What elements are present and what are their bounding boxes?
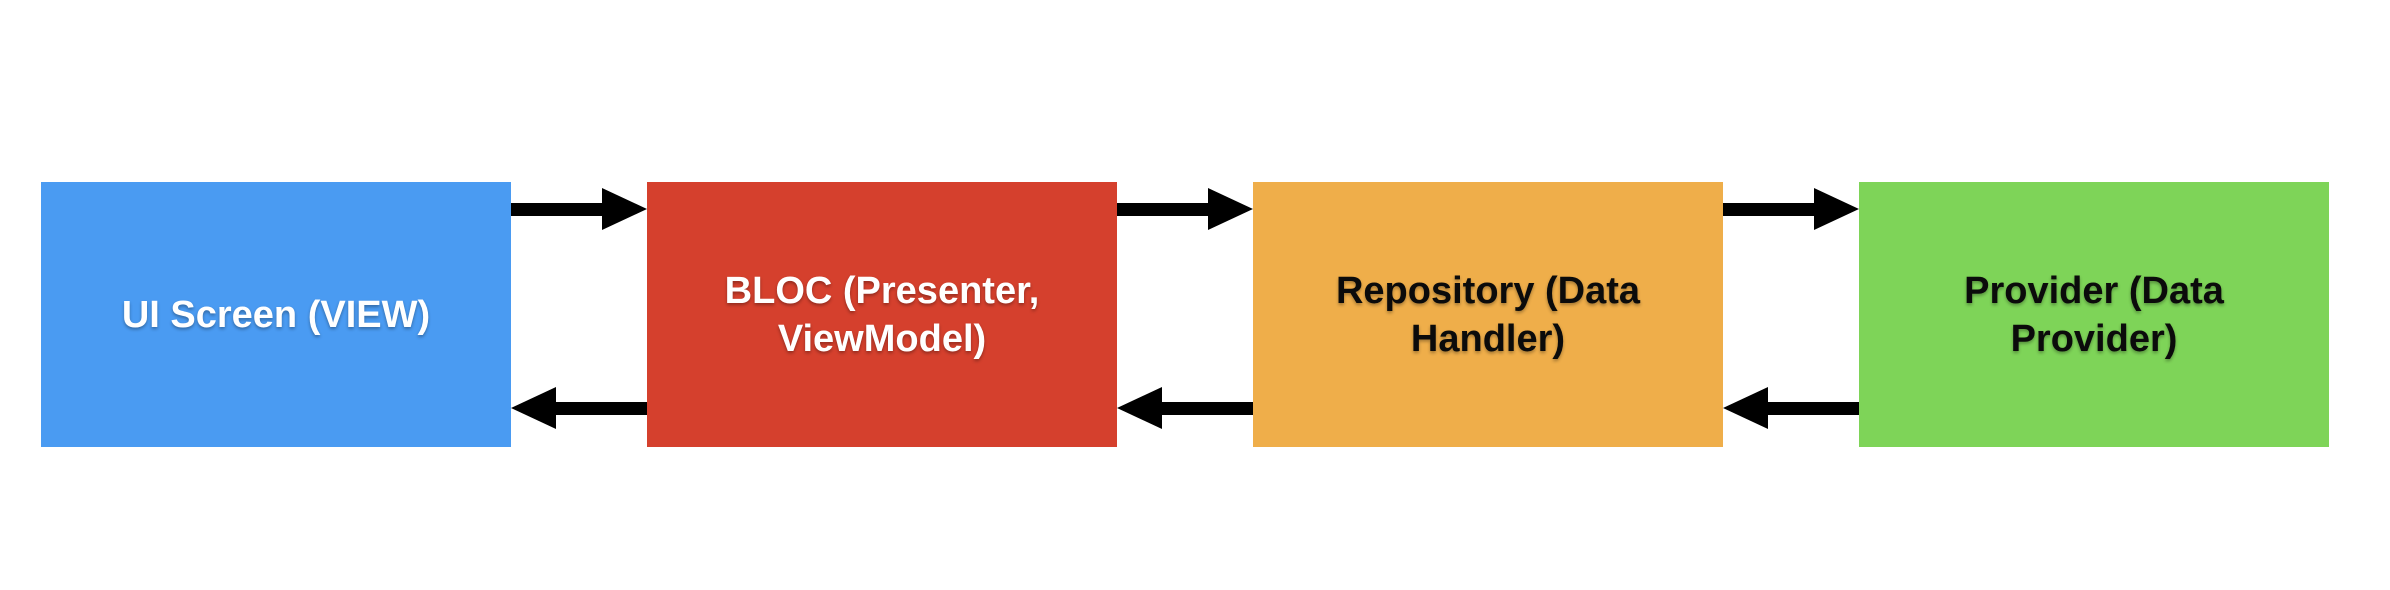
connector-bloc-repository — [1117, 182, 1253, 447]
arrow-shaft — [511, 203, 602, 216]
arrow-shaft — [556, 401, 647, 415]
node-bloc: BLOC (Presenter, ViewModel) — [647, 182, 1117, 447]
node-repository-label: Repository (Data Handler) — [1335, 269, 1641, 360]
arrow-left-icon — [1723, 182, 1859, 447]
node-bloc-label: BLOC (Presenter, ViewModel) — [724, 269, 1040, 360]
connector-ui-screen-bloc — [511, 182, 647, 447]
arrow-head-left — [1723, 386, 1768, 429]
node-ui-screen: UI Screen (VIEW) — [41, 182, 511, 447]
arrow-shaft — [1117, 203, 1208, 216]
arrow-left-icon — [511, 182, 647, 447]
arrow-shaft — [1162, 401, 1253, 415]
arrow-right-icon — [1723, 182, 1859, 447]
arrow-head-right — [1814, 188, 1859, 230]
arrow-shaft — [1723, 203, 1814, 216]
arrow-left-icon — [1117, 182, 1253, 447]
arrow-right-icon — [511, 182, 647, 447]
connector-repository-provider — [1723, 182, 1859, 447]
node-ui-screen-label: UI Screen (VIEW) — [121, 293, 431, 336]
arrow-head-right — [602, 188, 647, 230]
arrow-head-left — [511, 386, 556, 429]
arrow-right-icon — [1117, 182, 1253, 447]
arrow-shaft — [1768, 401, 1859, 415]
arrow-head-left — [1117, 386, 1162, 429]
arrow-head-right — [1208, 188, 1253, 230]
bloc-architecture-diagram: UI Screen (VIEW) BLOC (Presenter, ViewMo… — [41, 182, 2329, 447]
node-repository: Repository (Data Handler) — [1253, 182, 1723, 447]
node-provider-label: Provider (Data Provider) — [1964, 269, 2224, 360]
node-provider: Provider (Data Provider) — [1859, 182, 2329, 447]
